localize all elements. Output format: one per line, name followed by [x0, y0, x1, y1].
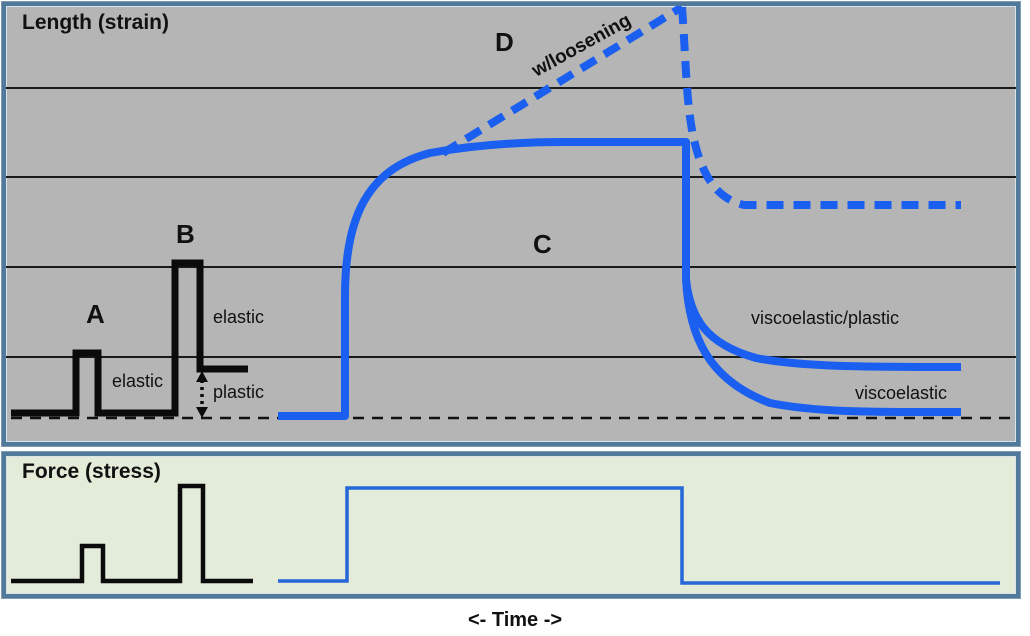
- loosening-recovery-curve-dashed: [678, 6, 961, 209]
- stress-panel: Force (stress): [2, 452, 1020, 598]
- label-viscoelastic-plastic: viscoelastic/plastic: [751, 308, 900, 328]
- label-a: A: [86, 299, 105, 329]
- time-axis-label: <- Time ->: [467, 609, 563, 631]
- plastic-arrow-down-head: [196, 407, 208, 418]
- label-elastic-a: elastic: [112, 371, 164, 391]
- label-c: C: [533, 229, 552, 259]
- viscoelastic-creep-curve: [278, 138, 690, 420]
- label-plastic: plastic: [213, 382, 265, 402]
- label-elastic-b: elastic: [213, 307, 265, 327]
- label-d: D: [495, 27, 514, 57]
- strain-panel: Length (strain) A B C D elastic elastic …: [2, 2, 1020, 446]
- stress-panel-title: Force (stress): [22, 460, 161, 483]
- loosening-rise-curve-dashed: [440, 6, 685, 157]
- viscoelastic-recovery-curve: [682, 278, 962, 417]
- plastic-offset-arrow: [196, 371, 208, 418]
- plastic-arrow-up-head: [196, 371, 208, 382]
- label-b: B: [176, 219, 195, 249]
- stress-step-blue: [278, 486, 1000, 585]
- strain-panel-title: Length (strain): [22, 11, 169, 34]
- stress-pulses-black: [11, 483, 253, 584]
- label-viscoelastic: viscoelastic: [855, 383, 948, 403]
- elastic-plastic-curve-black: [11, 259, 248, 417]
- strain-plot: [6, 6, 1016, 420]
- viscoelastic-plastic-recovery-curve: [682, 278, 962, 371]
- stress-plot: [11, 483, 1000, 585]
